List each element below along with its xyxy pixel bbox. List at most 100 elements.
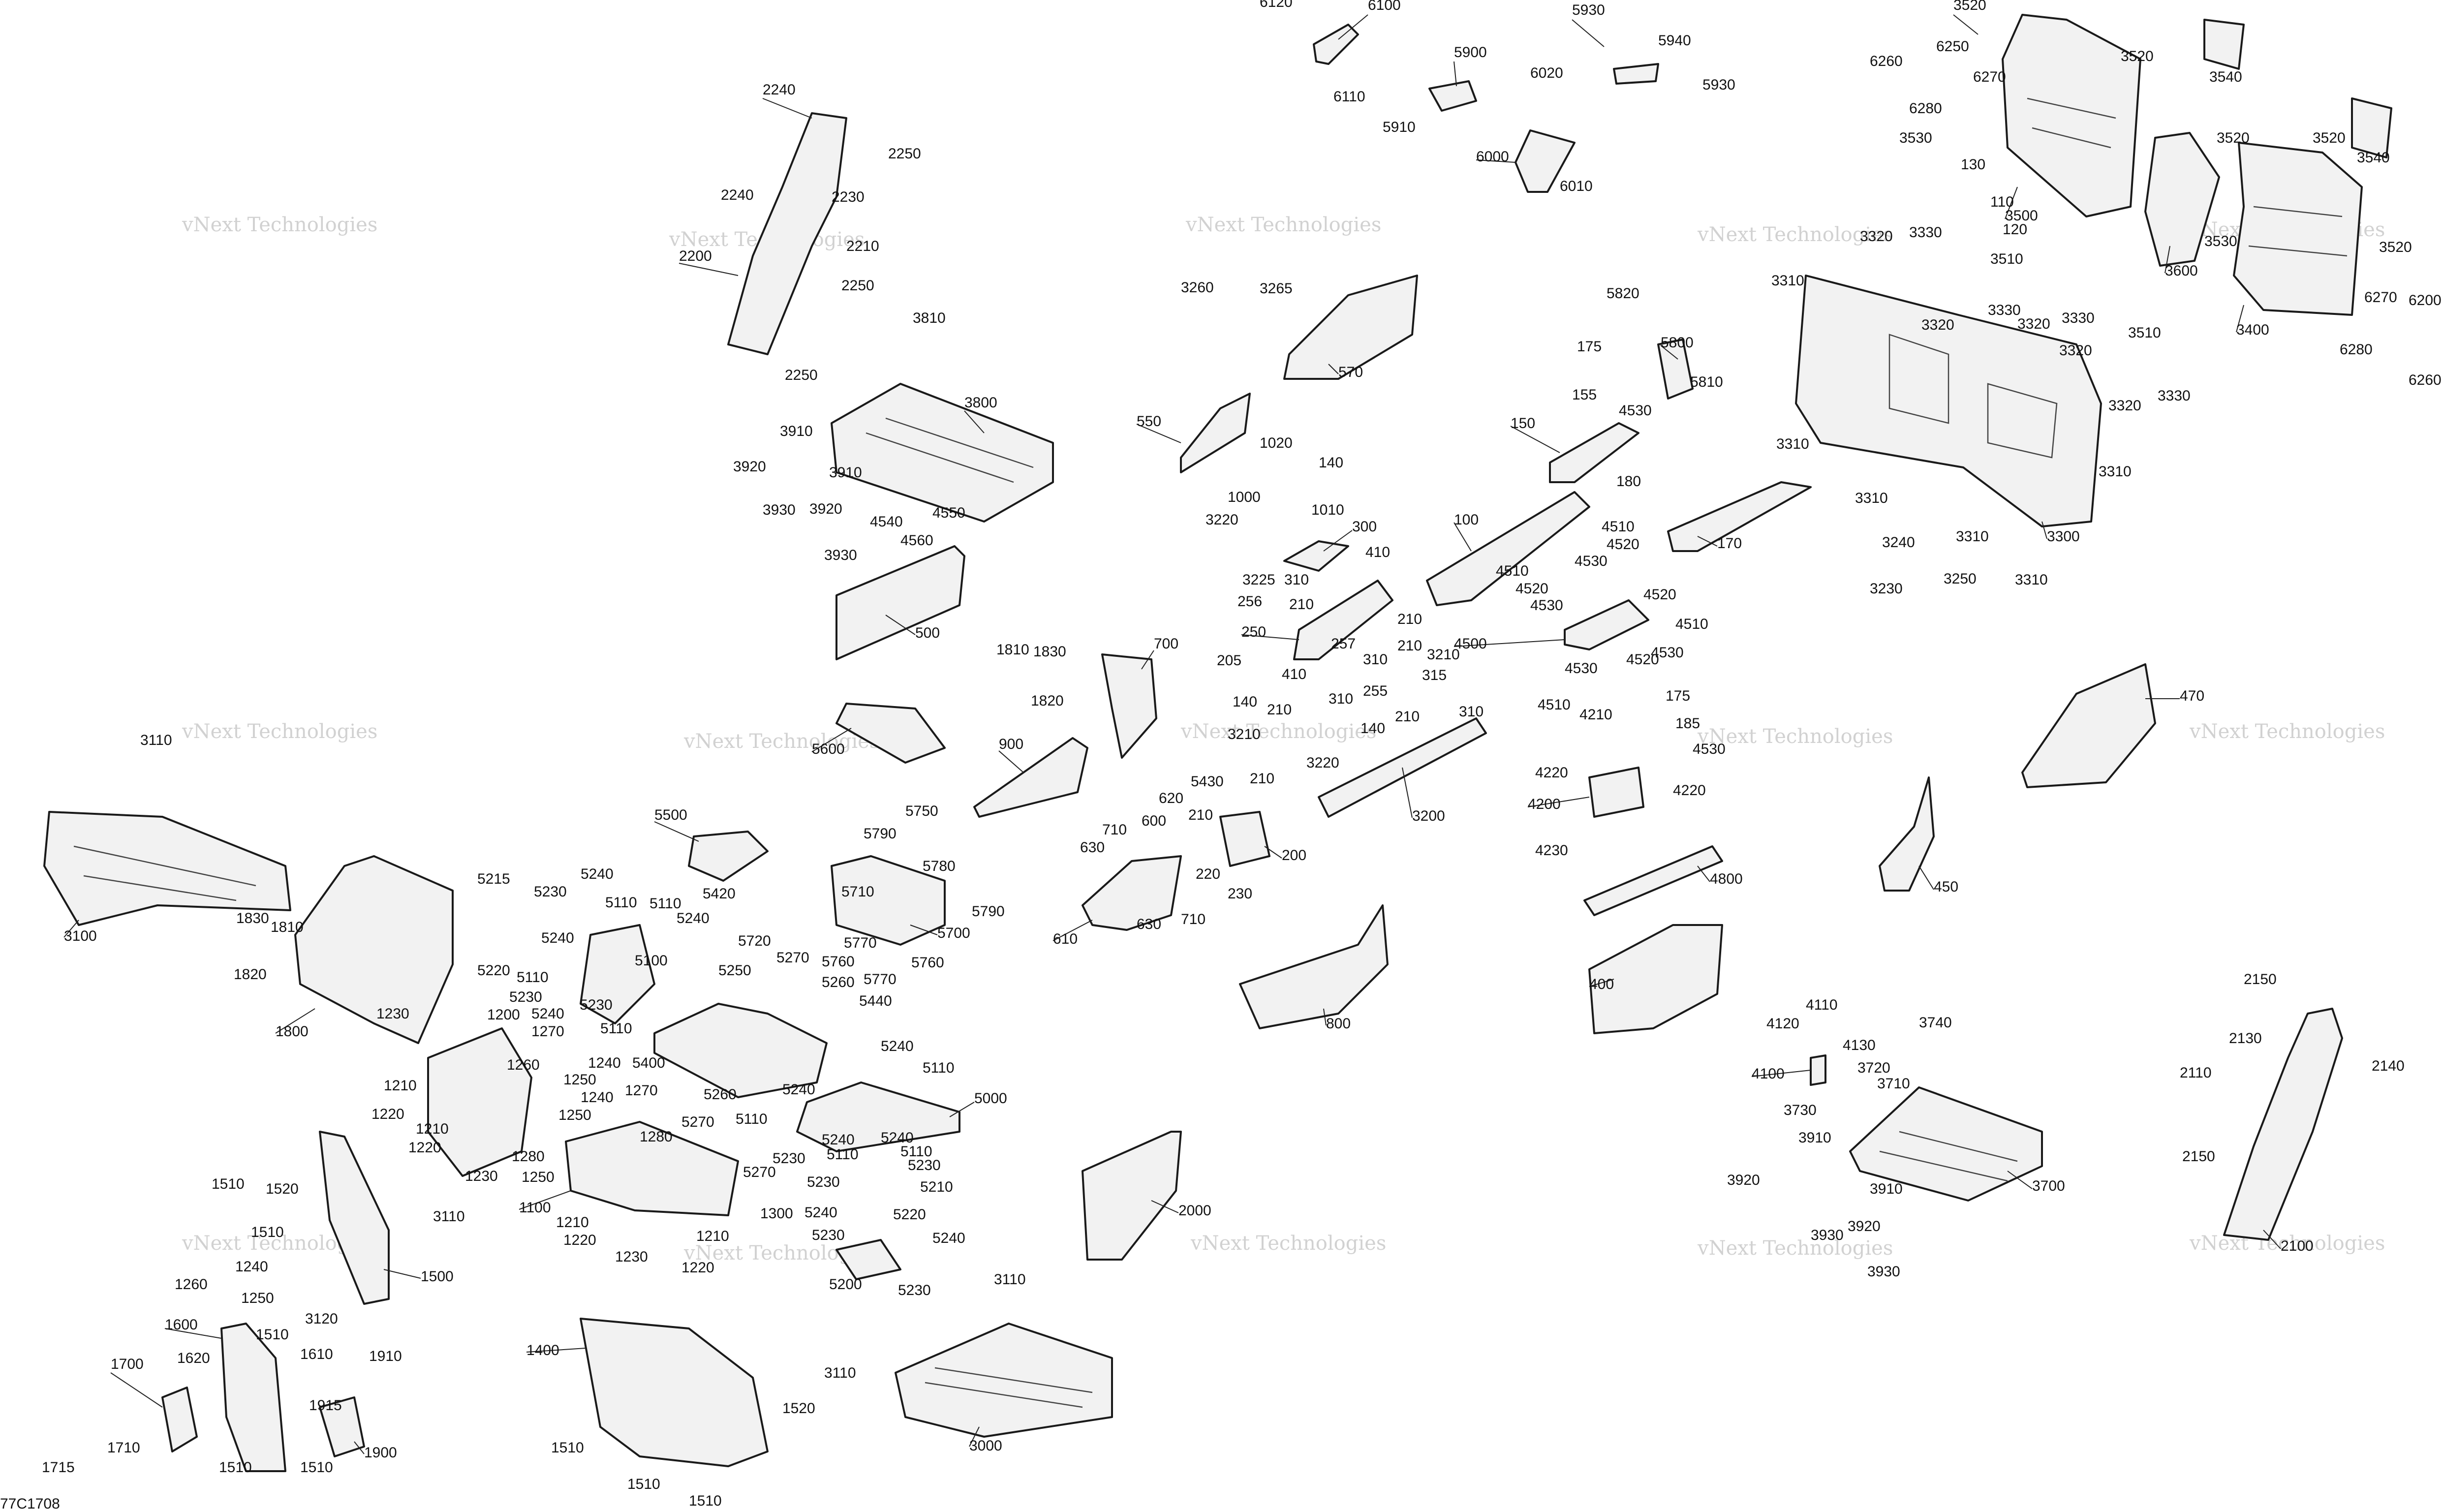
part-number-label: 2150	[2244, 971, 2277, 987]
part-number-label: 3520	[2313, 130, 2346, 146]
part-number-label: 2210	[846, 238, 879, 254]
leader-line	[811, 728, 852, 752]
watermark: vNext Technologies	[683, 730, 879, 753]
part-number-label: 1500	[421, 1268, 454, 1285]
part-number-label: 6250	[1936, 38, 1969, 55]
part-number-label: 4530	[1565, 660, 1598, 677]
part-number-label: 4540	[870, 514, 903, 530]
watermark: vNext Technologies	[1190, 1232, 1386, 1255]
part-number-label: 6100	[1368, 0, 1401, 13]
leader-line	[1241, 634, 1299, 640]
leader-line	[998, 750, 1024, 773]
part-number-label: 5240	[804, 1204, 837, 1221]
part-number-label: 1210	[556, 1214, 589, 1231]
part-shape-5940	[1613, 63, 1659, 85]
part-number-label: 4500	[1454, 636, 1487, 652]
part-number-label: 315	[1422, 667, 1447, 683]
part-number-label: 3540	[2357, 150, 2390, 166]
part-number-label: 800	[1326, 1016, 1351, 1032]
part-number-label: 1240	[235, 1259, 268, 1275]
part-shape-1500	[319, 1131, 390, 1305]
part-number-label: 3240	[1882, 534, 1915, 551]
part-shape-170	[1667, 481, 1812, 552]
part-number-label: 6280	[2340, 341, 2373, 358]
part-number-label: 4210	[1579, 707, 1612, 723]
part-number-label: 3330	[2062, 310, 2095, 326]
part-number-label: 4220	[1673, 782, 1706, 799]
leader-line	[2005, 186, 2018, 219]
leader-line	[1510, 426, 1560, 453]
part-number-label: 3210	[1427, 647, 1460, 663]
part-shape-5200	[835, 1239, 901, 1280]
part-number-label: 5110	[600, 1020, 632, 1037]
part-number-label: 3320	[1921, 317, 1954, 333]
leader-line	[1338, 14, 1368, 40]
leader-line	[1918, 865, 1934, 890]
part-number-label: 3810	[913, 310, 946, 326]
part-number-label: 6260	[1870, 53, 1903, 69]
part-number-label: 6280	[1909, 100, 1942, 117]
watermark: vNext Technologies	[2189, 1232, 2385, 1255]
leader-line	[383, 1269, 421, 1279]
part-number-label: 1520	[266, 1181, 299, 1197]
part-number-label: 3520	[1953, 0, 1986, 13]
part-number-label: 5250	[718, 962, 751, 979]
part-number-label: 5110	[649, 895, 681, 912]
part-number-label: 205	[1217, 652, 1241, 669]
part-shape-4200	[1588, 767, 1644, 818]
part-number-label: 5000	[974, 1090, 1007, 1107]
part-number-label: 4530	[1575, 553, 1608, 569]
leader-line	[1589, 979, 1614, 987]
part-number-label: 1710	[107, 1440, 140, 1456]
part-number-label: 1400	[526, 1342, 559, 1358]
part-number-label: 4510	[1496, 563, 1529, 579]
part-number-label: 6200	[2409, 292, 2442, 309]
part-number-label: 3330	[1909, 224, 1942, 241]
part-number-label: 5230	[534, 884, 567, 900]
part-number-label: 5230	[898, 1282, 931, 1298]
leader-line	[275, 1008, 315, 1034]
leader-line	[1141, 650, 1154, 670]
part-number-label: 2100	[2281, 1238, 2314, 1254]
part-number-label: 3530	[2204, 233, 2237, 249]
watermark: vNext Technologies	[1697, 1237, 1893, 1260]
part-number-label: 5230	[580, 997, 613, 1013]
leader-line	[1264, 846, 1282, 859]
part-number-label: 2230	[832, 189, 865, 205]
part-number-label: 5110	[517, 969, 549, 986]
part-number-label: 6000	[1476, 149, 1509, 165]
leader-line	[1572, 19, 1605, 47]
part-shape-5900	[1428, 80, 1477, 112]
part-number-label: 5215	[477, 871, 510, 887]
part-number-label: 1510	[689, 1493, 722, 1509]
part-number-label: 4520	[1643, 586, 1676, 603]
part-shape-6000	[1515, 129, 1576, 193]
part-number-label: 120	[2003, 221, 2027, 238]
part-number-label: 470	[2180, 688, 2204, 704]
part-number-label: 3260	[1181, 279, 1214, 296]
part-number-label: 3220	[1206, 512, 1238, 528]
part-number-label: 550	[1137, 413, 1161, 430]
part-number-label: 310	[1459, 704, 1484, 720]
part-number-label: 3310	[2099, 463, 2132, 480]
part-number-label: 4520	[1626, 651, 1659, 668]
part-number-label: 5260	[822, 974, 855, 990]
leader-line	[969, 1426, 980, 1447]
part-number-label: 3310	[1855, 490, 1888, 506]
part-number-label: 3400	[2236, 322, 2269, 338]
part-number-label: 155	[1572, 387, 1597, 403]
part-number-label: 5910	[1383, 119, 1416, 135]
part-number-label: 5240	[581, 866, 614, 882]
part-shape-570	[1283, 275, 1418, 380]
part-number-label: 180	[1616, 473, 1641, 490]
part-number-label: 2150	[2182, 1148, 2215, 1165]
part-number-label: 2250	[888, 146, 921, 162]
part-number-label: 5220	[893, 1206, 926, 1223]
part-number-label: 5240	[822, 1132, 855, 1148]
part-number-label: 6260	[2409, 372, 2442, 388]
watermark: vNext Technologies	[1180, 720, 1376, 743]
part-number-label: 400	[1589, 976, 1614, 992]
part-shape-3000	[895, 1323, 1113, 1438]
part-number-label: 1810	[996, 642, 1029, 658]
part-number-label: 5820	[1607, 285, 1639, 302]
